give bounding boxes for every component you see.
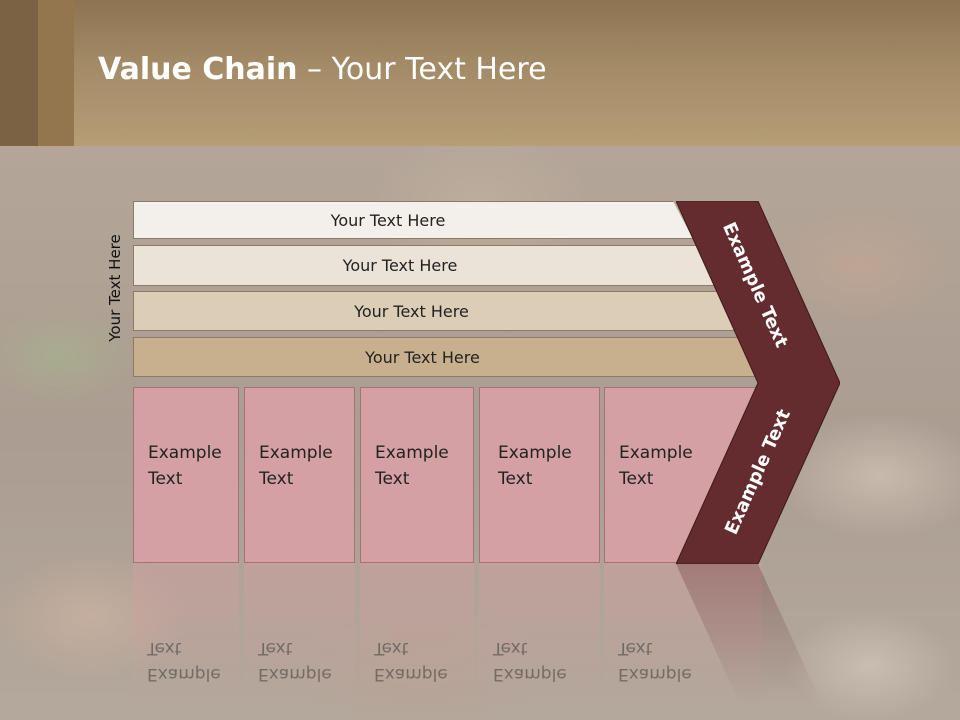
title-bold: Value Chain [98, 52, 298, 87]
band-2-label: Your Text Here [342, 256, 458, 275]
reflection-1: Example Text [133, 563, 239, 703]
chevron-reflection-shape [676, 564, 822, 704]
box-1-line2: Text [148, 469, 183, 489]
box-4-line2: Text [498, 469, 533, 489]
box-4-line1: Example [498, 443, 572, 463]
reflection-4-line1: Example [493, 664, 567, 684]
reflection-1-line2: Text [147, 638, 182, 658]
reflection-3-line1: Example [374, 664, 448, 684]
box-2-line2: Text [259, 469, 294, 489]
box-3-line2: Text [375, 469, 410, 489]
activity-box-4: Example Text [479, 387, 600, 563]
reflection-2-line1: Example [258, 664, 332, 684]
chevron-reflection [676, 564, 822, 704]
margin-chevron [676, 201, 840, 564]
band-3: Your Text Here [133, 291, 740, 331]
reflection-3-content: Example Text [360, 563, 474, 703]
chevron-shape [676, 201, 840, 564]
side-label: Your Text Here [106, 234, 124, 342]
page-title: Value Chain – Your Text Here [98, 52, 547, 87]
reflection-3: Example Text [360, 563, 474, 703]
box-5-line1: Example [619, 443, 693, 463]
box-3-line1: Example [375, 443, 449, 463]
reflection-2-content: Example Text [244, 563, 355, 703]
band-4: Your Text Here [133, 337, 762, 377]
band-1-label: Your Text Here [330, 210, 446, 230]
activity-box-3: Example Text [360, 387, 474, 563]
header-accent-bar [0, 0, 38, 146]
band-2: Your Text Here [133, 245, 717, 286]
band-1: Your Text Here [133, 201, 693, 239]
reflection-2: Example Text [244, 563, 355, 703]
reflection-4-content: Example Text [479, 563, 600, 703]
reflection-2-line2: Text [258, 638, 293, 658]
title-rest: – Your Text Here [297, 52, 547, 87]
reflection-4-line2: Text [493, 638, 528, 658]
activity-box-2: Example Text [244, 387, 355, 563]
box-5-line2: Text [619, 469, 654, 489]
box-1-line1: Example [148, 443, 222, 463]
reflection-3-line2: Text [374, 638, 409, 658]
header-band: Value Chain – Your Text Here [0, 0, 960, 146]
box-2-line1: Example [259, 443, 333, 463]
reflection-1-line1: Example [147, 664, 221, 684]
header-accent-bar-secondary [38, 0, 74, 146]
band-3-label: Your Text Here [354, 301, 469, 321]
reflection-1-content: Example Text [133, 563, 239, 703]
reflection-4: Example Text [479, 563, 600, 703]
band-4-label: Your Text Here [365, 347, 480, 367]
activity-box-1: Example Text [133, 387, 239, 563]
